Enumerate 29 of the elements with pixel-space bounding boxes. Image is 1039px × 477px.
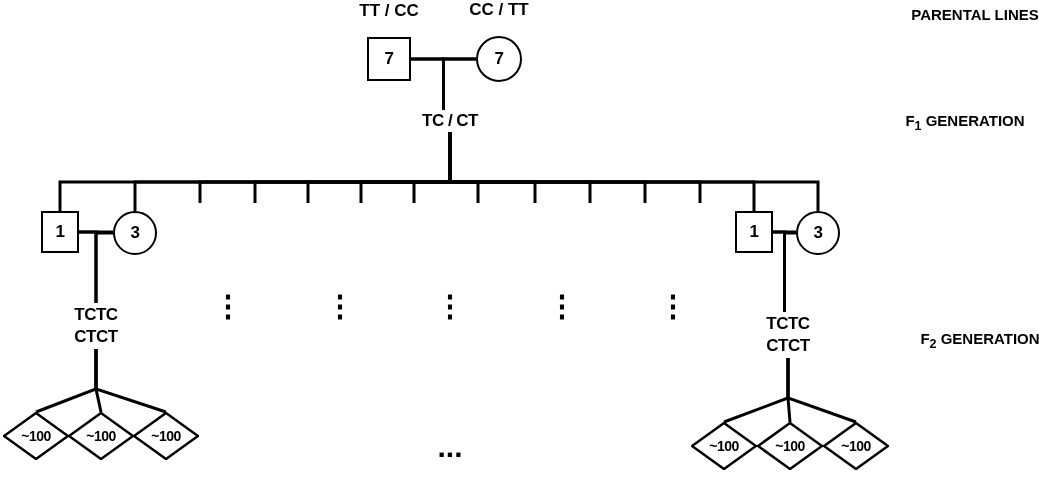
offspring-diamond: ~100 bbox=[823, 422, 889, 470]
generation-label: PARENTAL LINES bbox=[911, 6, 1039, 23]
male-square: 1 bbox=[735, 211, 773, 253]
offspring-diamond: ~100 bbox=[691, 422, 757, 470]
ellipsis-mark: ⋮ bbox=[325, 288, 355, 323]
pedigree-line bbox=[442, 57, 476, 110]
ellipsis-mark: ⋮ bbox=[547, 288, 577, 323]
ellipsis-mark: ... bbox=[437, 430, 463, 464]
pedigree-line bbox=[786, 358, 857, 424]
offspring-diamond: ~100 bbox=[757, 422, 823, 470]
generation-label: F$_{2}$ GENERATION bbox=[920, 330, 1039, 351]
offspring-diamond: ~100 bbox=[133, 412, 199, 460]
genotype-text: TC / CT bbox=[410, 110, 490, 132]
offspring-diamond: ~100 bbox=[68, 412, 134, 460]
genotype-label: TT / CC bbox=[358, 1, 420, 21]
pedigree-line bbox=[94, 231, 113, 303]
female-circle: 3 bbox=[796, 211, 840, 255]
genotype-label: CC / TT bbox=[468, 0, 530, 20]
ellipsis-mark: ⋮ bbox=[213, 288, 243, 323]
genotype-text: TCTC CTCT bbox=[61, 303, 131, 349]
offspring-diamond: ~100 bbox=[3, 412, 69, 460]
female-circle: 3 bbox=[113, 211, 157, 255]
genotype-text: TCTC CTCT bbox=[753, 312, 823, 358]
pedigree-line bbox=[94, 349, 167, 414]
male-square: 1 bbox=[41, 211, 79, 253]
ellipsis-mark: ⋮ bbox=[658, 288, 688, 323]
pedigree-line bbox=[783, 231, 796, 312]
ellipsis-mark: ⋮ bbox=[435, 288, 465, 323]
generation-label: F$_{1}$ GENERATION bbox=[905, 112, 1025, 133]
